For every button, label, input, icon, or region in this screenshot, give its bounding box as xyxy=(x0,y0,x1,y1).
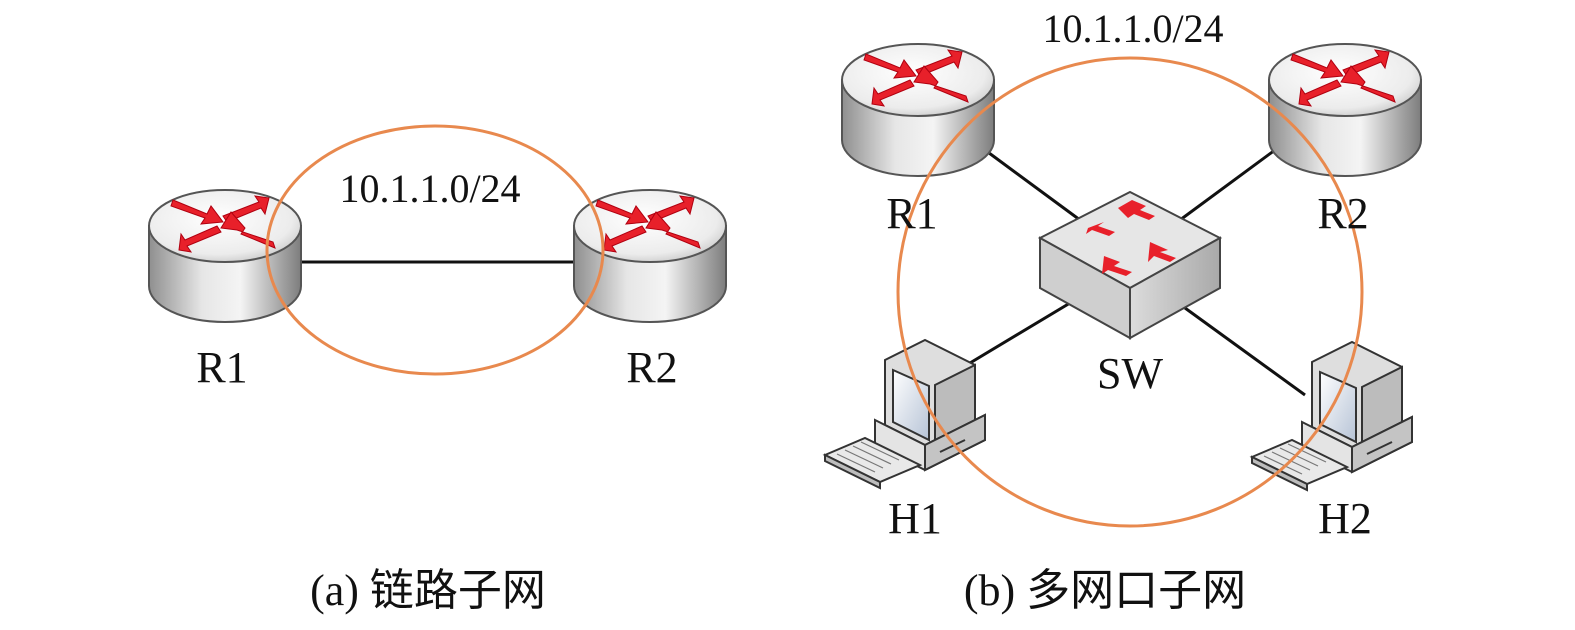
diagram-a: 10.1.1.0/24 R1 R2 (a) 链路子网 xyxy=(148,124,727,615)
link-h1-sw xyxy=(954,298,1076,374)
router-r2 xyxy=(1268,43,1422,177)
switch-icon xyxy=(1037,190,1223,340)
link-r1-sw xyxy=(984,148,1081,222)
switch-label: SW xyxy=(1097,349,1163,398)
router-icon xyxy=(1268,43,1422,177)
host-label-h2: H2 xyxy=(1318,494,1372,543)
router-label-r1: R1 xyxy=(886,189,937,238)
host-h2 xyxy=(1251,341,1413,491)
diagram-b: 10.1.1.0/24 R1 R2 SW H1 H2 (b) 多网口子网 xyxy=(824,6,1422,615)
subnet-ellipse xyxy=(265,124,605,376)
link-h2-sw xyxy=(1184,306,1306,397)
router-label-r2: R2 xyxy=(626,343,677,392)
router-label-r1: R1 xyxy=(196,343,247,392)
router-label-r2: R2 xyxy=(1317,189,1368,238)
link-r2-sw xyxy=(1179,148,1276,222)
caption-b: (b) 多网口子网 xyxy=(964,566,1246,615)
switch-sw xyxy=(1037,190,1223,340)
subnet-label: 10.1.1.0/24 xyxy=(339,166,520,211)
router-r1 xyxy=(148,189,302,323)
subnet-ellipse xyxy=(896,56,1364,528)
router-r2 xyxy=(573,189,727,323)
host-label-h1: H1 xyxy=(888,494,942,543)
computer-icon xyxy=(824,339,986,489)
router-icon xyxy=(841,43,995,177)
router-icon xyxy=(573,189,727,323)
router-icon xyxy=(148,189,302,323)
subnet-label: 10.1.1.0/24 xyxy=(1042,6,1223,51)
host-h1 xyxy=(824,339,986,489)
router-r1 xyxy=(841,43,995,177)
caption-a: (a) 链路子网 xyxy=(310,566,546,615)
computer-icon xyxy=(1251,341,1413,491)
